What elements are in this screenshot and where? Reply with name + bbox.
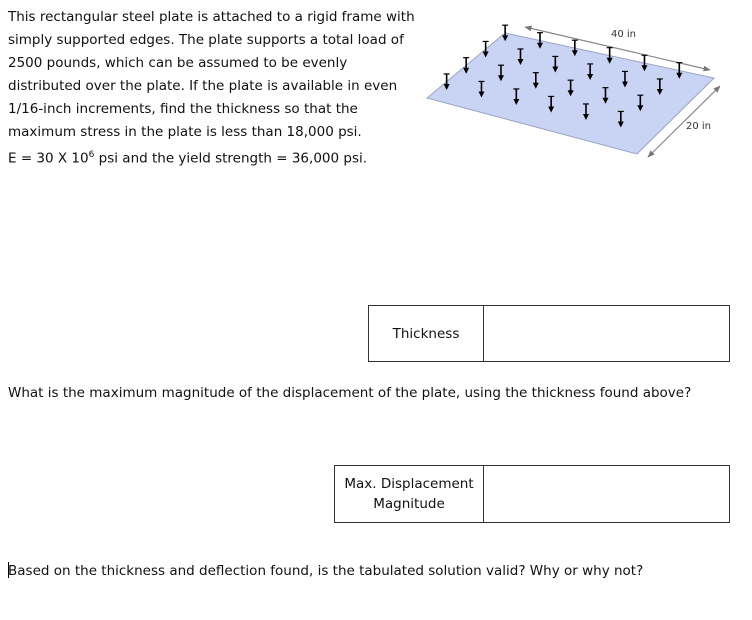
load-arrow: [637, 94, 644, 112]
thickness-answer-table: Thickness: [368, 305, 730, 362]
plate-figure: 40 in 20 in: [425, 24, 720, 158]
load-arrow: [606, 47, 613, 64]
load-arrow: [582, 103, 589, 120]
displacement-label-line1: Max. Displacement: [344, 476, 474, 492]
load-arrow: [517, 48, 524, 65]
load-arrow: [617, 110, 624, 128]
load-arrow: [621, 70, 628, 88]
load-arrow: [482, 40, 489, 58]
displacement-question: What is the maximum magnitude of the dis…: [8, 385, 692, 401]
load-arrow: [567, 79, 574, 97]
load-arrow: [587, 63, 594, 80]
width-label: 20 in: [686, 121, 711, 132]
problem-line: This rectangular steel plate is attached…: [8, 9, 415, 25]
load-arrow: [463, 57, 470, 74]
modulus-prefix: E = 30 X 10: [8, 150, 89, 167]
load-arrow: [502, 24, 509, 42]
validity-question: Based on the thickness and deflection fo…: [8, 563, 644, 579]
load-arrow: [536, 32, 543, 49]
distributed-load-arrows: [443, 24, 683, 128]
validity-question-container[interactable]: Based on the thickness and deflection fo…: [8, 562, 643, 579]
modulus-exponent: 6: [88, 150, 95, 160]
text-cursor: [8, 562, 9, 578]
material-properties: E = 30 X 106 psi and the yield strength …: [8, 144, 418, 171]
load-arrow: [552, 55, 559, 73]
load-arrow: [443, 73, 450, 90]
thickness-label: Thickness: [368, 305, 484, 362]
displacement-label: Max. Displacement Magnitude: [334, 465, 484, 523]
load-arrow: [532, 72, 539, 89]
load-arrow: [571, 39, 578, 57]
displacement-label-line2: Magnitude: [373, 496, 445, 512]
yield-strength-text: psi and the yield strength = 36,000 psi.: [94, 150, 368, 167]
length-label: 40 in: [611, 29, 636, 40]
problem-line: 2500 pounds, which can be assumed to be …: [8, 55, 348, 71]
load-arrow: [548, 95, 555, 113]
width-dimension-line: [647, 85, 720, 158]
displacement-answer-cell[interactable]: [483, 465, 730, 523]
problem-line: distributed over the plate. If the plate…: [8, 78, 398, 94]
load-arrow: [497, 64, 504, 82]
problem-line: 1/16-inch increments, find the thickness…: [8, 101, 358, 117]
thickness-answer-cell[interactable]: [483, 305, 730, 362]
problem-line: simply supported edges. The plate suppor…: [8, 32, 404, 48]
load-arrow: [602, 87, 609, 104]
load-arrow: [656, 78, 663, 95]
problem-statement: This rectangular steel plate is attached…: [8, 6, 418, 171]
load-arrow: [676, 62, 683, 79]
load-arrow: [641, 54, 648, 72]
load-arrow: [478, 80, 485, 98]
load-arrow: [513, 88, 520, 105]
problem-line: maximum stress in the plate is less than…: [8, 124, 362, 140]
displacement-answer-table: Max. Displacement Magnitude: [334, 465, 730, 523]
